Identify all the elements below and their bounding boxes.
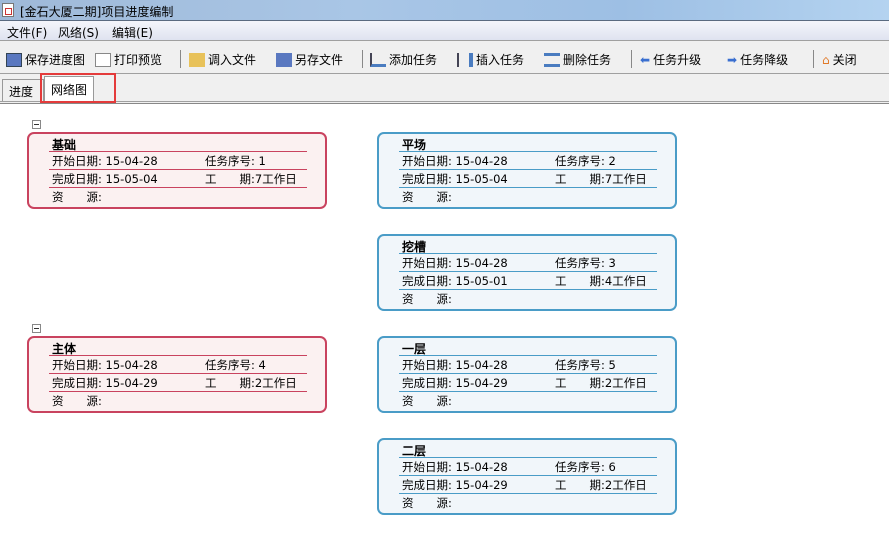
menu-edit[interactable]: 编辑(E) xyxy=(112,26,153,40)
load-file-button[interactable]: 调入文件 xyxy=(189,51,256,68)
save-icon xyxy=(6,52,22,67)
task-seq: 任务序号: 4 xyxy=(205,358,266,372)
task-row: 开始日期: 15-04-28 任务序号: 4 xyxy=(49,355,307,373)
resource: 资 源: xyxy=(402,394,452,408)
finish-date: 完成日期: 15-05-01 xyxy=(402,274,508,288)
finish-date: 完成日期: 15-04-29 xyxy=(402,478,508,492)
task-row: 完成日期: 15-05-04 工 期:7工作日 xyxy=(399,169,657,187)
title-bar: [金石大厦二期]项目进度编制 xyxy=(0,0,889,21)
delete-task-icon xyxy=(544,52,560,67)
task-duration: 工 期:2工作日 xyxy=(555,478,647,492)
separator xyxy=(180,50,181,68)
task-row: 完成日期: 15-05-04 工 期:7工作日 xyxy=(49,169,307,187)
menu-file[interactable]: 文件(F) xyxy=(7,26,48,40)
finish-date: 完成日期: 15-04-29 xyxy=(52,376,158,390)
task-duration: 工 期:7工作日 xyxy=(205,172,297,186)
task-name: 平场 xyxy=(402,138,427,152)
delete-task-button[interactable]: 删除任务 xyxy=(544,51,611,68)
resource: 资 源: xyxy=(402,292,452,306)
resource: 资 源: xyxy=(402,496,452,510)
finish-date: 完成日期: 15-05-04 xyxy=(52,172,158,186)
start-date: 开始日期: 15-04-28 xyxy=(402,154,508,168)
task-name: 二层 xyxy=(402,444,427,458)
tab-network[interactable]: 网络图 xyxy=(44,76,95,102)
task-row: 开始日期: 15-04-28 任务序号: 5 xyxy=(399,355,657,373)
task-row: 开始日期: 15-04-28 任务序号: 3 xyxy=(399,253,657,271)
start-date: 开始日期: 15-04-28 xyxy=(402,358,508,372)
task-seq: 任务序号: 2 xyxy=(555,154,616,168)
task-row: 开始日期: 15-04-28 任务序号: 1 xyxy=(49,151,307,169)
menu-style[interactable]: 风络(S) xyxy=(58,26,99,40)
add-task-icon xyxy=(370,52,386,67)
start-date: 开始日期: 15-04-28 xyxy=(52,358,158,372)
tab-gantt[interactable]: 进度图 xyxy=(2,79,44,101)
finish-date: 完成日期: 15-04-29 xyxy=(402,376,508,390)
insert-task-button[interactable]: 插入任务 xyxy=(457,51,524,68)
save-as-button[interactable]: 另存文件 xyxy=(276,51,343,68)
task-row: 完成日期: 15-04-29 工 期:2工作日 xyxy=(399,373,657,391)
add-task-button[interactable]: 添加任务 xyxy=(370,51,437,68)
task-row: 完成日期: 15-05-01 工 期:4工作日 xyxy=(399,271,657,289)
task-row: 完成日期: 15-04-29 工 期:2工作日 xyxy=(399,475,657,493)
separator xyxy=(362,50,363,68)
task-seq: 任务序号: 6 xyxy=(555,460,616,474)
arrow-right-icon: ➡ xyxy=(727,52,738,67)
collapse-icon[interactable] xyxy=(32,120,41,129)
collapse-icon[interactable] xyxy=(32,324,41,333)
task-duration: 工 期:2工作日 xyxy=(555,376,647,390)
task-row: 资 源: xyxy=(399,187,657,205)
task-row: 资 源: xyxy=(49,187,307,205)
menu-bar: 文件(F) 风络(S) 编辑(E) xyxy=(0,21,889,41)
task-card[interactable]: 挖槽 开始日期: 15-04-28 任务序号: 3 完成日期: 15-05-01 工… xyxy=(377,234,677,311)
app-icon xyxy=(2,3,14,17)
task-row: 开始日期: 15-04-28 任务序号: 2 xyxy=(399,151,657,169)
insert-task-icon xyxy=(457,52,473,67)
resource: 资 源: xyxy=(52,394,102,408)
highlight-box xyxy=(40,73,116,103)
tab-bar: 进度图 网络图 xyxy=(0,75,889,102)
arrow-left-icon: ⬅ xyxy=(640,52,651,67)
network-diagram: 基础 开始日期: 15-04-28 任务序号: 1 完成日期: 15-05-04 工… xyxy=(0,103,889,554)
folder-icon xyxy=(189,52,205,67)
resource: 资 源: xyxy=(52,190,102,204)
save-as-icon xyxy=(276,52,292,67)
task-name: 基础 xyxy=(52,138,77,152)
promote-task-button[interactable]: ⬅任务升级 xyxy=(640,52,702,68)
save-button[interactable]: 保存进度图 xyxy=(6,51,85,68)
resource: 资 源: xyxy=(402,190,452,204)
task-seq: 任务序号: 1 xyxy=(205,154,266,168)
finish-date: 完成日期: 15-05-04 xyxy=(402,172,508,186)
separator xyxy=(813,50,814,68)
task-duration: 工 期:7工作日 xyxy=(555,172,647,186)
task-row: 资 源: xyxy=(399,289,657,307)
task-duration: 工 期:4工作日 xyxy=(555,274,647,288)
task-row: 资 源: xyxy=(49,391,307,409)
demote-task-button[interactable]: ➡任务降级 xyxy=(727,52,789,68)
start-date: 开始日期: 15-04-28 xyxy=(402,256,508,270)
toolbar: 保存进度图 打印预览 调入文件 另存文件 添加任务 插入任务 删除任务 ⬅任务升… xyxy=(0,42,889,74)
task-row: 资 源: xyxy=(399,391,657,409)
print-preview-button[interactable]: 打印预览 xyxy=(95,51,162,68)
task-name: 挖槽 xyxy=(402,240,427,254)
task-row: 完成日期: 15-04-29 工 期:2工作日 xyxy=(49,373,307,391)
task-row: 资 源: xyxy=(399,493,657,511)
task-row: 开始日期: 15-04-28 任务序号: 6 xyxy=(399,457,657,475)
task-card[interactable]: 主体 开始日期: 15-04-28 任务序号: 4 完成日期: 15-04-29 工… xyxy=(27,336,327,413)
task-seq: 任务序号: 3 xyxy=(555,256,616,270)
task-duration: 工 期:2工作日 xyxy=(205,376,297,390)
task-card[interactable]: 平场 开始日期: 15-04-28 任务序号: 2 完成日期: 15-05-04 工… xyxy=(377,132,677,209)
start-date: 开始日期: 15-04-28 xyxy=(52,154,158,168)
task-seq: 任务序号: 5 xyxy=(555,358,616,372)
start-date: 开始日期: 15-04-28 xyxy=(402,460,508,474)
task-name: 一层 xyxy=(402,342,427,356)
task-card[interactable]: 一层 开始日期: 15-04-28 任务序号: 5 完成日期: 15-04-29 工… xyxy=(377,336,677,413)
home-icon: ⌂ xyxy=(822,52,830,67)
close-button[interactable]: ⌂关闭 xyxy=(822,52,857,68)
task-card[interactable]: 二层 开始日期: 15-04-28 任务序号: 6 完成日期: 15-04-29 工… xyxy=(377,438,677,515)
task-card[interactable]: 基础 开始日期: 15-04-28 任务序号: 1 完成日期: 15-05-04 工… xyxy=(27,132,327,209)
task-name: 主体 xyxy=(52,342,77,356)
separator xyxy=(631,50,632,68)
magnifier-icon xyxy=(95,52,111,67)
window-title: [金石大厦二期]项目进度编制 xyxy=(20,5,174,19)
